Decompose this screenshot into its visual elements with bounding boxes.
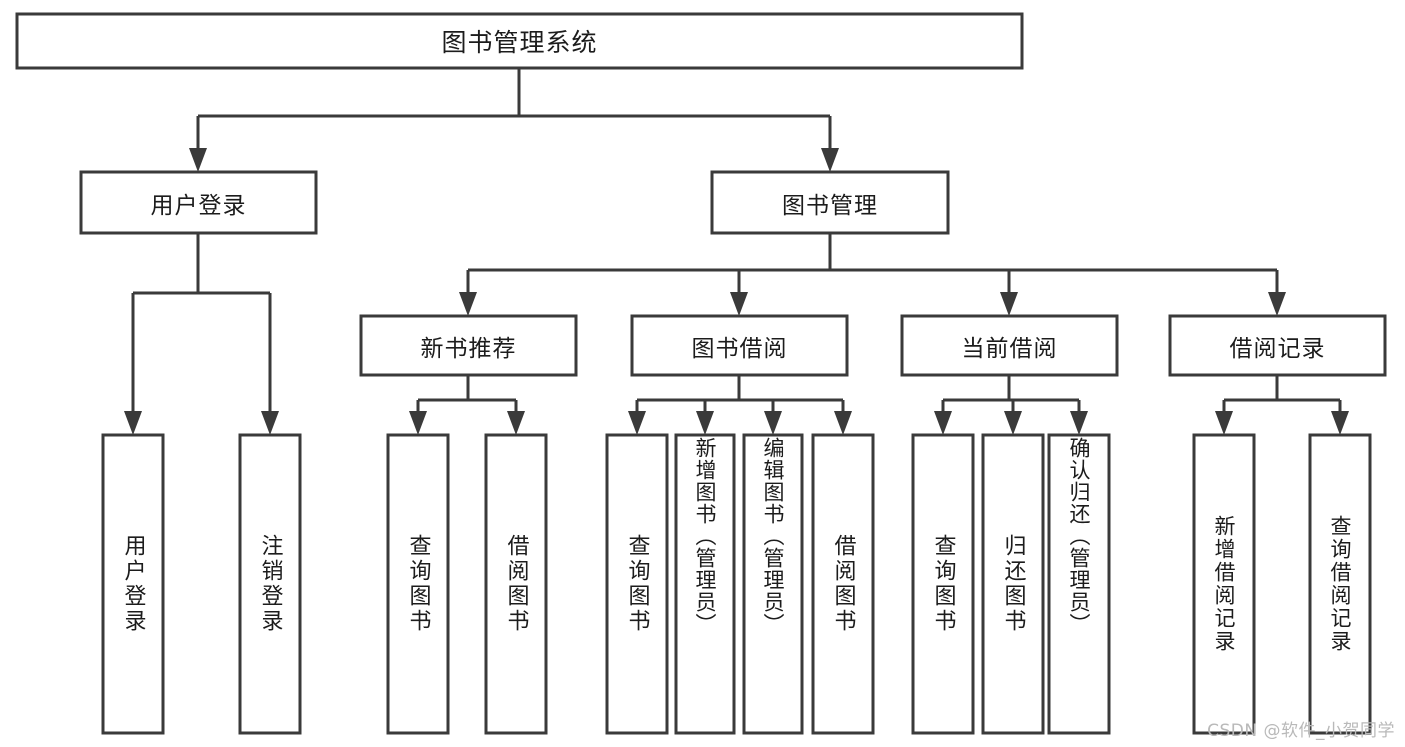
leaf-box-query-book-3[interactable] [911, 433, 975, 735]
leaf-box-add-record[interactable] [1192, 433, 1256, 735]
leaf-box-return-book[interactable] [981, 433, 1045, 735]
arrow-to-new-book [459, 292, 477, 316]
arrow-to-book-borrow [730, 292, 748, 316]
arrow-to-current-borrow [1000, 292, 1018, 316]
leaf-box-query-record[interactable] [1308, 433, 1372, 735]
leaf-box-logout[interactable] [238, 433, 302, 735]
leaf-box-borrow-book-2[interactable] [811, 433, 875, 735]
arrow-to-leaf-query-book-3 [934, 411, 952, 435]
arrow-to-leaf-borrow-book-2 [834, 411, 852, 435]
arrow-to-book-manage [821, 148, 839, 172]
leaf-box-add-book[interactable] [674, 433, 736, 735]
arrow-to-leaf-query-record [1331, 411, 1349, 435]
node-new-book-box[interactable] [359, 314, 578, 377]
leaf-box-user-login[interactable] [101, 433, 165, 735]
arrow-to-leaf-return-book [1004, 411, 1022, 435]
leaf-box-edit-book[interactable] [742, 433, 804, 735]
arrow-to-leaf-edit-book [764, 411, 782, 435]
arrow-to-leaf-add-record [1215, 411, 1233, 435]
node-borrow-record-box[interactable] [1168, 314, 1387, 377]
node-book-manage-box[interactable] [710, 170, 950, 235]
nodes-layer [15, 12, 1387, 735]
arrow-to-leaf-add-book [696, 411, 714, 435]
arrow-to-borrow-record [1268, 292, 1286, 316]
arrow-to-leaf-logout [261, 411, 279, 435]
leaf-box-query-book-1[interactable] [386, 433, 450, 735]
arrow-to-leaf-user-login [124, 411, 142, 435]
arrow-to-leaf-query-book-2 [628, 411, 646, 435]
node-book-borrow-box[interactable] [630, 314, 849, 377]
arrow-to-leaf-borrow-book-1 [507, 411, 525, 435]
connectors-layer [124, 68, 1349, 435]
node-user-login-box[interactable] [79, 170, 318, 235]
node-root-box[interactable] [15, 12, 1024, 70]
leaf-box-confirm-return[interactable] [1047, 433, 1111, 735]
leaf-box-query-book-2[interactable] [605, 433, 669, 735]
node-current-borrow-box[interactable] [900, 314, 1119, 377]
arrow-to-leaf-query-book-1 [409, 411, 427, 435]
arrow-to-user-login [189, 148, 207, 172]
leaf-box-borrow-book-1[interactable] [484, 433, 548, 735]
arrow-to-leaf-confirm-return [1070, 411, 1088, 435]
